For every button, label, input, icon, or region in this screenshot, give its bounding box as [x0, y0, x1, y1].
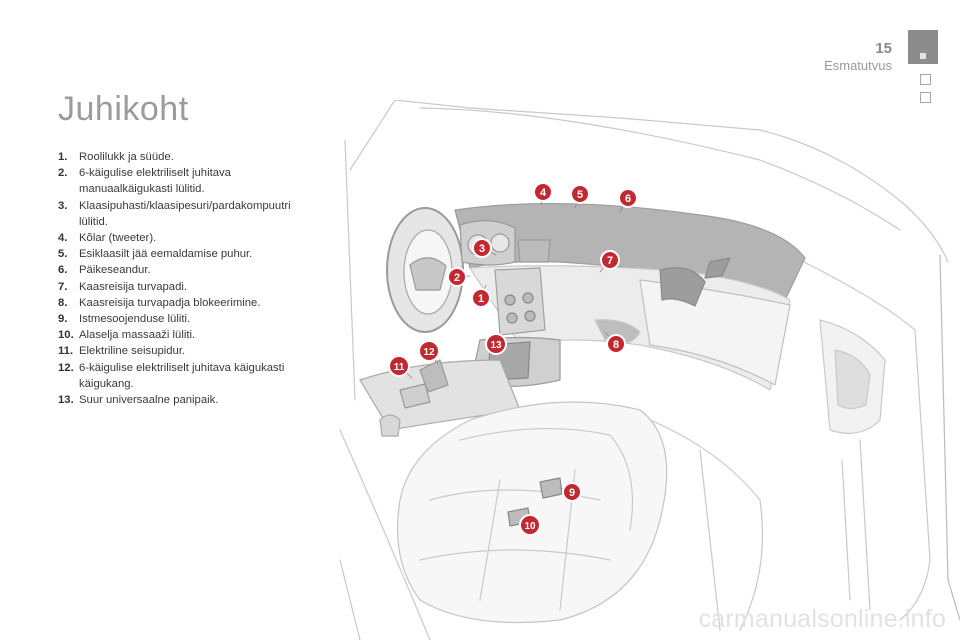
callout-3: 3	[472, 238, 492, 258]
callout-11: 11	[388, 355, 410, 377]
car-interior-illustration: 1 2 3 4 5 6 7 8 9 10 11 12 13	[339, 100, 960, 640]
legend-number: 1.	[58, 151, 68, 163]
legend-list: 1. Roolilukk ja süüde. 2. 6-käigulise elek…	[58, 149, 320, 408]
callout-label: 4	[540, 187, 547, 199]
callout-label: 8	[613, 339, 619, 351]
legend-item: 13. Suur universaalne panipaik.	[58, 392, 320, 408]
legend-number: 5.	[58, 248, 68, 261]
legend-number: 11.	[58, 345, 74, 358]
callout-label: 10	[524, 521, 536, 532]
legend-text: Istmesoojenduse lüliti.	[79, 313, 191, 326]
legend-item: 3. Klaasipuhasti/klaasipesuri/pardakompuu…	[58, 198, 320, 230]
legend-text: Päikeseandur.	[79, 264, 151, 277]
callout-label: 12	[423, 347, 435, 358]
legend-number: 10.	[58, 329, 74, 342]
legend-item: 11. Elektriline seisupidur.	[58, 343, 320, 359]
legend-item: 2. 6-käigulise elektriliselt juhitava man…	[58, 165, 320, 197]
callout-2: 2	[447, 267, 467, 287]
legend-text: Elektriline seisupidur.	[79, 345, 186, 358]
callout-8: 8	[606, 334, 626, 354]
legend-number: 7.	[58, 280, 68, 293]
callout-12: 12	[418, 340, 440, 362]
section-tab-active[interactable]	[908, 30, 938, 64]
section-name: Esmatutvus	[824, 58, 892, 73]
callout-label: 11	[394, 362, 405, 373]
legend-item: 10. Alaselja massaaži lüliti.	[58, 327, 320, 343]
legend-number: 9.	[58, 313, 68, 326]
legend-item: 9. Istmesoojenduse lüliti.	[58, 311, 320, 327]
legend-number: 4.	[58, 232, 68, 245]
legend-number: 2.	[58, 167, 68, 180]
legend-text: 6-käigulise elektriliselt juhitava manua…	[79, 167, 231, 196]
legend-number: 8.	[58, 296, 68, 309]
legend-item: 8. Kaasreisija turvapadja blokeerimine.	[58, 295, 320, 311]
callout-7: 7	[600, 250, 620, 270]
callout-label: 2	[454, 272, 460, 284]
callout-label: 3	[479, 243, 485, 255]
callout-9: 9	[562, 482, 582, 502]
legend-text: Klaasipuhasti/klaasipesuri/pardakompuutr…	[79, 199, 291, 228]
legend-number: 13.	[58, 394, 74, 407]
callout-5: 5	[570, 184, 590, 204]
legend-item: 4. Kõlar (tweeter).	[58, 230, 320, 246]
legend-item: 6. Päikeseandur.	[58, 262, 320, 278]
legend-text: Alaselja massaaži lüliti.	[79, 329, 196, 342]
callout-label: 6	[625, 193, 631, 205]
legend-item: 5. Esiklaasilt jää eemaldamise puhur.	[58, 246, 320, 262]
callout-6: 6	[618, 188, 638, 208]
callout-13: 13	[485, 333, 507, 355]
callout-4: 4	[533, 182, 553, 202]
callout-label: 7	[607, 255, 613, 267]
callout-label: 9	[569, 487, 575, 499]
page-title: Juhikoht	[58, 90, 189, 128]
watermark: carmanualsonline.info	[698, 605, 946, 633]
legend-text: 6-käigulise elektriliselt juhitava käigu…	[79, 361, 285, 390]
legend-text: Kaasreisija turvapadi.	[79, 280, 188, 293]
legend-text: Kõlar (tweeter).	[79, 232, 157, 245]
callout-label: 1	[478, 293, 484, 305]
legend-number: 6.	[58, 264, 68, 277]
legend-text: Esiklaasilt jää eemaldamise puhur.	[79, 248, 253, 261]
legend-text: Kaasreisija turvapadja blokeerimine.	[79, 296, 261, 309]
legend-item: 12. 6-käigulise elektriliselt juhitava kä…	[58, 360, 320, 392]
section-tab[interactable]	[920, 92, 931, 103]
legend-number: 12.	[58, 361, 74, 374]
legend-item: 1. Roolilukk ja süüde.	[58, 149, 320, 165]
legend-text: Suur universaalne panipaik.	[79, 394, 219, 407]
page-number: 15	[875, 40, 892, 57]
callout-label: 13	[490, 340, 502, 351]
callout-10: 10	[519, 514, 541, 536]
legend-item: 7. Kaasreisija turvapadi.	[58, 279, 320, 295]
legend-number: 3.	[58, 199, 68, 212]
section-tab[interactable]	[920, 74, 931, 85]
tab-marker-icon	[920, 53, 926, 59]
callout-label: 5	[577, 189, 583, 201]
callout-1: 1	[471, 288, 491, 308]
legend-text: Roolilukk ja süüde.	[79, 151, 174, 163]
